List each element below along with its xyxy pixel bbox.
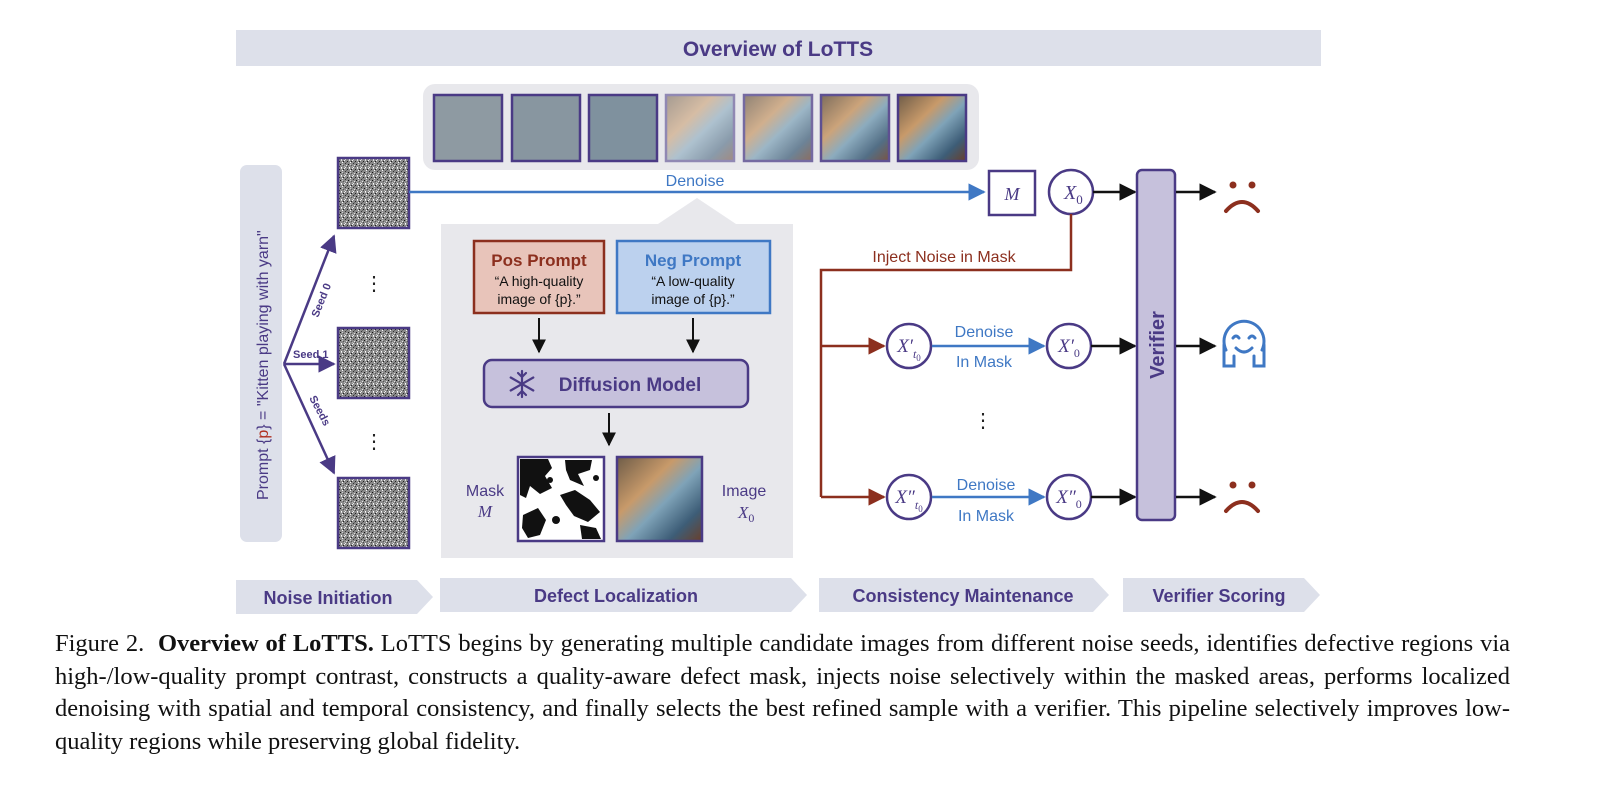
noise-image-seed-s (336, 476, 411, 550)
caption-bold-title: Overview of LoTTS. (157, 630, 374, 657)
neg-prompt-title: Neg Prompt (645, 251, 742, 270)
prompt-prefix: Prompt { (255, 438, 272, 500)
diffusion-model-label: Diffusion Model (559, 375, 701, 396)
x0-node-sub: 0 (1076, 192, 1083, 207)
lotts-diagram: Overview of LoTTS Prompt {p} = "Kitten p… (236, 30, 1321, 614)
image-label-symbol-x: X (737, 503, 749, 522)
mask-symbol-box-label: M (1004, 184, 1021, 204)
neg-prompt-line-2: image of {p}.” (651, 291, 735, 307)
neg-prompt-line-1: “A low-quality (651, 273, 734, 289)
image-label-symbol-sub: 0 (748, 511, 754, 525)
happy-face-icon (1222, 319, 1266, 368)
trajectory-frame (432, 93, 504, 163)
noise-image-seed-1 (336, 326, 411, 400)
title-band (236, 30, 1321, 66)
prompt-panel (240, 165, 282, 542)
diagram-title: Overview of LoTTS (683, 38, 873, 61)
mask-label-symbol: M (477, 502, 493, 521)
neg-prompt-box (615, 239, 772, 315)
seed-0-arrow (282, 234, 337, 365)
x0-node-label: X0 (1063, 182, 1083, 207)
prompt-suffix: } = "Kitten playing with yarn" (255, 230, 272, 429)
verifier-box (1135, 168, 1177, 522)
pos-prompt-line-1: “A high-quality (495, 273, 584, 289)
stage-defect-localization-label: Defect Localization (534, 586, 698, 606)
stage-verifier-scoring-label: Verifier Scoring (1152, 586, 1285, 606)
branch-2-denoise-label: Denoise (957, 477, 1016, 494)
trajectory-frame (510, 93, 582, 163)
defect-mask-image (516, 455, 606, 543)
stage-noise-initiation-label: Noise Initiation (263, 588, 392, 608)
branch-1-denoise-label: Denoise (955, 324, 1014, 341)
verifier-label: Verifier (1147, 311, 1169, 379)
xt0-prime-node (885, 322, 933, 370)
ellipsis-seeds-upper: ⋮ (364, 273, 384, 295)
pos-prompt-box (472, 239, 606, 315)
stage-noise-initiation (236, 580, 433, 614)
noise-image-seed-0 (336, 156, 411, 230)
figure-caption: Figure 2. Overview of LoTTS. LoTTS begin… (55, 628, 1510, 758)
trajectory-frame (742, 93, 814, 163)
inject-noise-path (819, 214, 1073, 497)
prompt-text: Prompt {p} = "Kitten playing with yarn" (255, 230, 272, 500)
mask-label: Mask (466, 483, 505, 500)
pos-prompt-line-2: image of {p}.” (497, 291, 581, 307)
pos-prompt-title: Pos Prompt (491, 251, 587, 270)
caption-body: LoTTS begins by generating multiple cand… (55, 630, 1511, 755)
ellipsis-branches: ⋮ (973, 410, 993, 432)
trajectory-frame (587, 93, 659, 163)
denoise-label: Denoise (666, 173, 725, 190)
snowflake-icon (509, 369, 535, 399)
stage-consistency-maintenance (819, 578, 1109, 612)
trajectory-frame (664, 93, 736, 163)
denoise-trajectory-frames (432, 93, 968, 163)
prompt-variable: p (255, 430, 272, 439)
seed-s-arrow (282, 363, 336, 475)
trajectory-frame (819, 93, 891, 163)
ellipsis-seeds-lower: ⋮ (364, 431, 384, 453)
image-label: Image (722, 483, 767, 500)
sad-face-icon (1224, 181, 1260, 213)
stage-consistency-maintenance-label: Consistency Maintenance (852, 586, 1073, 606)
defect-image-x0 (615, 455, 704, 543)
inject-noise-label: Inject Noise in Mask (872, 249, 1016, 266)
sad-face-icon (1224, 481, 1260, 513)
seed-1-label: Seed 1 (293, 349, 328, 361)
diffusion-model-box (482, 358, 750, 409)
mask-symbol-box (987, 169, 1037, 217)
branch-2-in-mask-label: In Mask (958, 508, 1015, 525)
image-label-symbol: X0 (737, 503, 754, 525)
x0-node-symbol: X (1063, 182, 1077, 204)
branch-1-in-mask-label: In Mask (956, 354, 1013, 371)
stage-defect-localization (440, 578, 807, 612)
trajectory-frame (896, 93, 968, 163)
xt0-double-prime-node (885, 473, 933, 521)
stage-verifier-scoring (1123, 578, 1320, 612)
caption-figure-label: Figure 2. (55, 630, 145, 657)
